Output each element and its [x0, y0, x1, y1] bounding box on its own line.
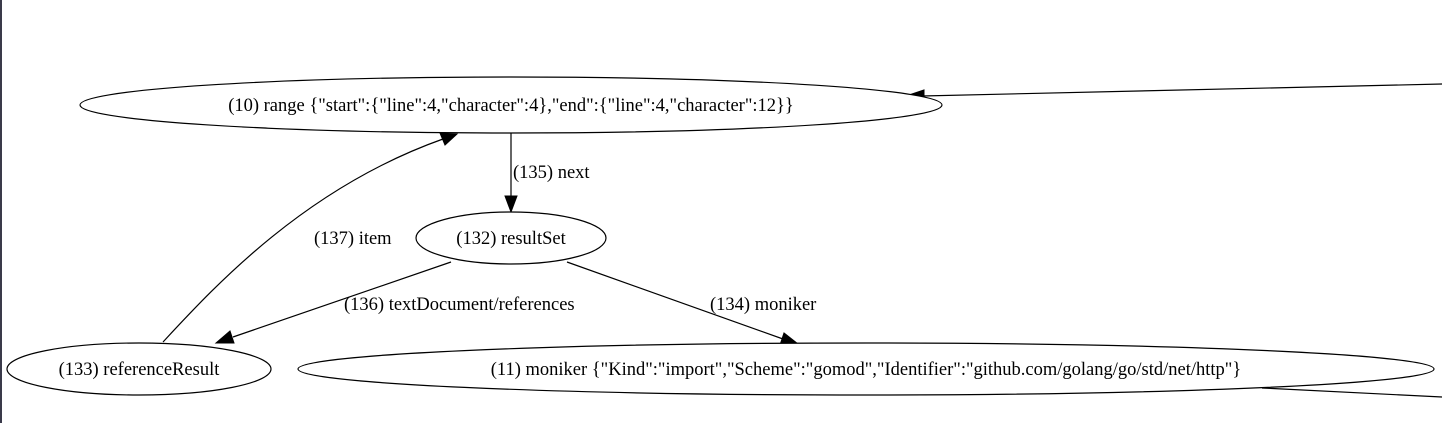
- edge-label-moniker: (134) moniker: [710, 295, 816, 315]
- node-label-referenceresult: (133) referenceResult: [59, 360, 221, 380]
- edge-label-next: (135) next: [513, 163, 590, 183]
- edge-item: (137) item: [162, 132, 459, 343]
- edge-line: [162, 138, 444, 343]
- edge-line: [1261, 387, 1442, 398]
- node-label-resultset: (132) resultSet: [456, 229, 566, 249]
- left-window-border: [0, 0, 2, 423]
- edge-line: [566, 261, 784, 340]
- node-label-moniker: (11) moniker {"Kind":"import","Scheme":"…: [491, 360, 1241, 380]
- edge-next: (135) next: [504, 133, 590, 214]
- edge-label-references: (136) textDocument/references: [344, 295, 575, 315]
- edge-moniker: (134) moniker: [566, 261, 816, 346]
- edge-references: (136) textDocument/references: [214, 261, 575, 344]
- edge-label-item: (137) item: [314, 229, 392, 249]
- node-label-range: (10) range {"start":{"line":4,"character…: [228, 96, 794, 116]
- node-resultset[interactable]: (132) resultSet: [415, 211, 607, 265]
- node-moniker[interactable]: (11) moniker {"Kind":"import","Scheme":"…: [297, 342, 1435, 396]
- arrowhead: [439, 132, 459, 146]
- node-shape: [6, 342, 272, 396]
- node-referenceresult[interactable]: (133) referenceResult: [6, 342, 272, 396]
- edge-line: [232, 261, 452, 338]
- edge-line: [921, 83, 1442, 97]
- edge-moniker-to-offscreen: [1261, 387, 1442, 398]
- node-shape: [297, 342, 1435, 396]
- node-shape: [415, 211, 607, 265]
- arrowhead: [214, 330, 235, 344]
- node-shape: [79, 76, 943, 134]
- node-range[interactable]: (10) range {"start":{"line":4,"character…: [79, 76, 943, 134]
- arrowhead: [504, 195, 518, 214]
- edge-offscreen-to-range: [904, 83, 1442, 103]
